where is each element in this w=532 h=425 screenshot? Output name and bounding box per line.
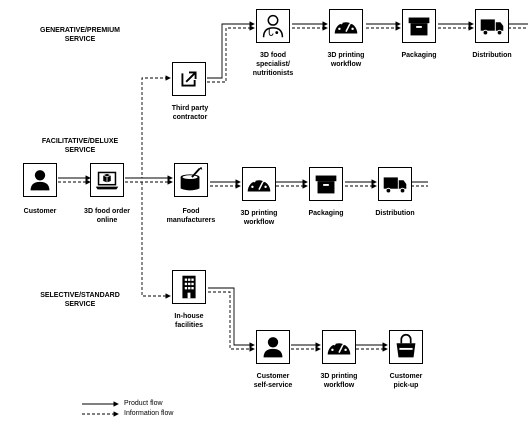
flow-thirdparty-specialist bbox=[207, 21, 255, 79]
truck-icon bbox=[383, 177, 407, 194]
gauge-icon bbox=[247, 177, 271, 192]
premium-packaging-node bbox=[402, 9, 436, 43]
food-specialist-label: 3D food specialist/ nutritionists bbox=[252, 52, 294, 77]
gauge-icon bbox=[334, 19, 358, 34]
service-label-premium: GENERATIVE/PREMIUM SERVICE bbox=[40, 27, 120, 43]
deluxe-printing-node bbox=[242, 167, 276, 201]
food-manufacturers-label: Food manufacturers bbox=[166, 208, 216, 224]
box-icon bbox=[315, 175, 337, 194]
self-service-node bbox=[256, 330, 290, 364]
person-icon bbox=[263, 337, 283, 358]
self-service-label: Customer self-service bbox=[253, 373, 293, 389]
deluxe-distribution-label: Distribution bbox=[375, 210, 415, 217]
pickup-label: Customer pick-up bbox=[389, 373, 423, 389]
export-arrow-icon bbox=[181, 71, 197, 87]
person-icon bbox=[30, 170, 50, 191]
premium-distribution-label: Distribution bbox=[472, 52, 512, 59]
service-label-deluxe: FACILITATIVE/DELUXE SERVICE bbox=[41, 138, 119, 154]
building-icon bbox=[182, 275, 196, 299]
info-thirdparty-specialist bbox=[207, 25, 255, 83]
info-order-thirdparty bbox=[125, 75, 171, 179]
customer-label: Customer bbox=[23, 208, 57, 215]
gauge-icon bbox=[327, 340, 351, 355]
deluxe-packaging-node bbox=[309, 167, 343, 201]
standard-printing-label: 3D printing workflow bbox=[320, 373, 358, 389]
premium-printing-label: 3D printing workflow bbox=[327, 52, 365, 68]
premium-distribution-node bbox=[475, 9, 509, 43]
box-icon bbox=[408, 17, 430, 36]
order-online-label: 3D food order online bbox=[84, 208, 130, 224]
laptop-box-icon bbox=[95, 171, 119, 190]
truck-icon bbox=[480, 19, 504, 36]
customer-node bbox=[23, 163, 57, 197]
deluxe-distribution-node bbox=[378, 167, 412, 201]
premium-packaging-label: Packaging bbox=[401, 52, 437, 59]
premium-printing-node bbox=[329, 9, 363, 43]
legend-information-flow: Information flow bbox=[124, 410, 174, 417]
shopping-bag-icon bbox=[396, 333, 416, 358]
order-online-node bbox=[90, 163, 124, 197]
inhouse-node bbox=[172, 270, 206, 304]
third-party-node bbox=[172, 62, 206, 96]
pot-icon bbox=[180, 166, 203, 191]
standard-printing-node bbox=[322, 330, 356, 364]
legend-product-flow: Product flow bbox=[124, 400, 163, 407]
third-party-label: Third party contractor bbox=[171, 105, 209, 121]
pickup-node bbox=[389, 330, 423, 364]
food-specialist-node bbox=[256, 9, 290, 43]
food-manufacturers-node bbox=[174, 163, 208, 197]
deluxe-printing-label: 3D printing workflow bbox=[240, 210, 278, 226]
inhouse-label: In-house facilities bbox=[174, 313, 204, 329]
service-label-standard: SELECTIVE/STANDARD SERVICE bbox=[40, 292, 120, 308]
doctor-icon bbox=[262, 14, 284, 38]
deluxe-packaging-label: Packaging bbox=[308, 210, 344, 217]
